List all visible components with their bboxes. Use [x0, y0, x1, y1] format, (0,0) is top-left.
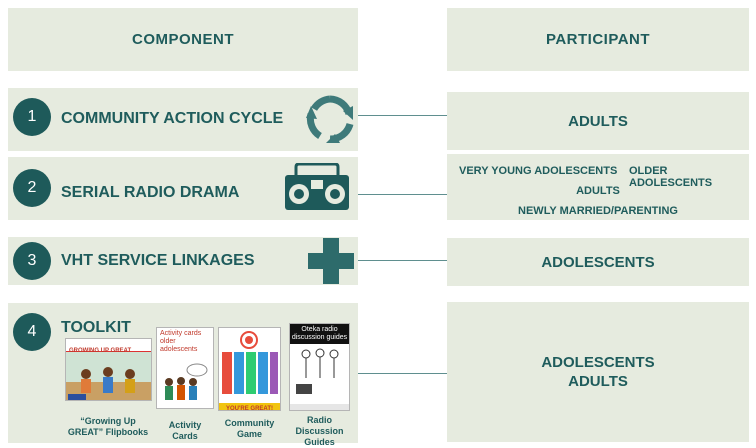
activity-cards-cover-image: Activity cards older adolescents	[156, 327, 214, 409]
component-title: TOOLKIT	[61, 319, 131, 336]
participant-row-3: ADOLESCENTS	[447, 238, 749, 286]
flipbook-cover-title: GROWING UP GREAT	[69, 348, 132, 354]
radio-guides-cover-subtitle: discussion guides	[291, 334, 348, 341]
community-game-caption: Community Game	[224, 418, 275, 439]
connector-line	[358, 115, 447, 116]
recycle-arrows-icon	[306, 95, 354, 143]
participant-label: ADULTS	[576, 185, 620, 197]
health-cross-icon	[308, 238, 354, 284]
activity-cards-cover-subtitle: older adolescents	[160, 338, 198, 353]
participant-row-2: VERY YOUNG ADOLESCENTS OLDER ADOLESCENTS…	[447, 154, 749, 220]
participant-label: ADOLESCENTS	[541, 253, 655, 271]
participant-label: ADULTS	[568, 112, 628, 130]
participant-label: OLDER ADOLESCENTS	[629, 165, 713, 189]
flipbook-cover-image: GROWING UP GREAT	[65, 338, 152, 401]
component-header: COMPONENT	[8, 8, 358, 71]
radio-icon	[285, 163, 349, 210]
community-game-board	[222, 331, 278, 394]
component-title: VHT SERVICE LINKAGES	[61, 252, 255, 269]
activity-cards-caption: Activity Cards	[168, 420, 202, 441]
component-title: SERIAL RADIO DRAMA	[61, 184, 240, 201]
activity-cards-cover-title: Activity cards	[160, 330, 202, 337]
component-row-4: 4 TOOLKIT GROWING UP GREAT Activity card…	[8, 303, 358, 447]
radio-guides-caption: Radio Discussion Guides	[295, 415, 344, 447]
connector-line	[358, 194, 447, 195]
flipbook-illustration	[66, 352, 151, 400]
row-number-badge: 3	[13, 242, 51, 280]
row-number-badge: 1	[13, 98, 51, 136]
flipbook-caption: “Growing Up GREAT” Flipbooks	[67, 416, 149, 437]
radio-guides-cover-title: Oteka radio	[301, 326, 338, 333]
participant-row-1: ADULTS	[447, 92, 749, 150]
community-game-title: YOU'RE GREAT!	[219, 403, 280, 410]
component-row-3: 3 VHT SERVICE LINKAGES	[8, 237, 358, 285]
participant-label: NEWLY MARRIED/PARENTING	[518, 205, 678, 217]
connector-line	[358, 260, 447, 261]
component-header-label: COMPONENT	[132, 31, 234, 48]
radio-guides-cover-image: Oteka radio discussion guides	[289, 323, 350, 411]
row-number-badge: 4	[13, 313, 51, 351]
component-row-1: 1 COMMUNITY ACTION CYCLE	[8, 88, 358, 151]
activity-cards-illustration	[165, 363, 208, 400]
connector-line	[358, 373, 447, 374]
community-game-image: YOU'RE GREAT!	[218, 327, 281, 411]
radio-guides-illustration	[290, 348, 349, 410]
participant-label: ADULTS	[568, 373, 628, 390]
component-title: COMMUNITY ACTION CYCLE	[61, 110, 284, 127]
component-row-2: 2 SERIAL RADIO DRAMA	[8, 157, 358, 220]
participant-label: VERY YOUNG ADOLESCENTS	[459, 165, 618, 177]
participant-header: PARTICIPANT	[447, 8, 749, 71]
participant-header-label: PARTICIPANT	[545, 31, 651, 48]
row-number-badge: 2	[13, 169, 51, 207]
participant-row-4: ADOLESCENTS ADULTS	[447, 302, 749, 442]
participant-label: ADOLESCENTS	[541, 354, 655, 371]
